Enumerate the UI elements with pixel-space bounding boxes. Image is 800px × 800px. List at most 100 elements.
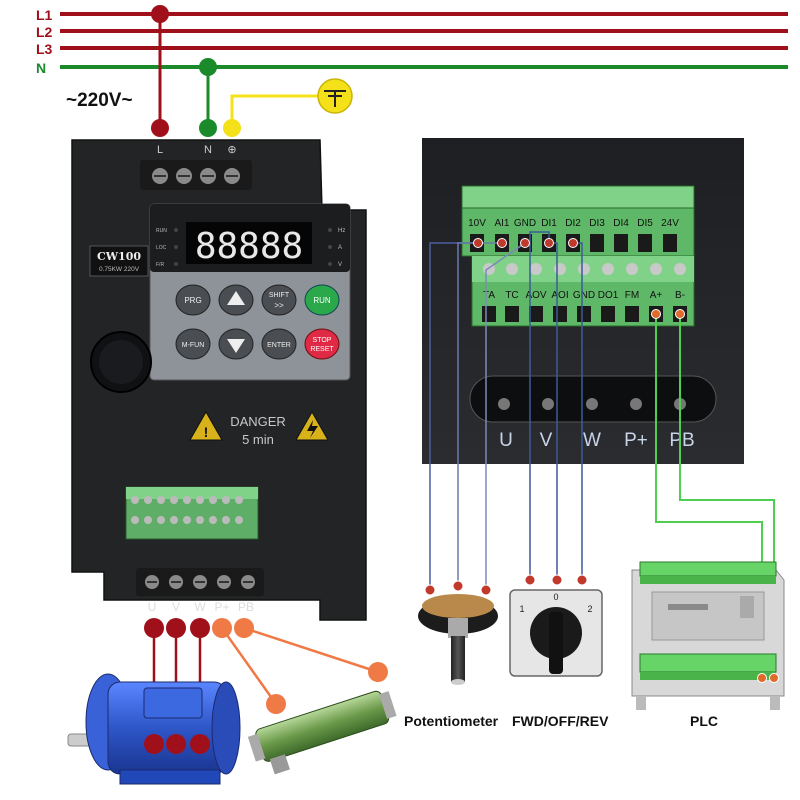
line-label-n: N xyxy=(36,60,46,76)
potentiometer xyxy=(418,580,498,685)
up-key[interactable] xyxy=(218,284,254,316)
enter-key[interactable]: ENTER xyxy=(261,328,297,360)
terminal-di1: DI1 xyxy=(541,218,557,229)
wire-ai1 xyxy=(457,242,502,586)
lightning-bolt-icon xyxy=(307,420,318,438)
plc-top-terminal-base xyxy=(640,576,776,584)
lower-strip-labels: TA TC AOV AOI GND DO1 FM A+ B- xyxy=(483,290,685,301)
plc-foot-right xyxy=(770,696,780,710)
inverter-drive: L N ⊕ CW100 0.75KW 220V 88888 RUN LOC F/… xyxy=(71,139,367,621)
plc-module xyxy=(631,561,785,710)
unit-label-hz: Hz xyxy=(338,228,345,234)
pot-shaft xyxy=(451,636,465,682)
shift-arrow-icon: >> xyxy=(274,301,284,310)
terminal-24v: 24V xyxy=(661,218,679,229)
v-terminal-dot xyxy=(166,618,186,638)
supply-voltage-label: ~220V~ xyxy=(66,90,133,111)
shift-key-label: SHIFT xyxy=(269,292,290,299)
led-display xyxy=(186,222,312,264)
brake-resistor xyxy=(247,662,397,775)
motor-u-dot xyxy=(144,734,164,754)
input-terminal-block xyxy=(140,160,252,190)
warning-exclamation: ! xyxy=(204,424,209,440)
motor-fan-cover xyxy=(211,681,241,775)
stop-reset-key[interactable]: STOP RESET xyxy=(304,328,340,360)
switch-pos-1: 1 xyxy=(519,604,524,614)
enter-key-label: ENTER xyxy=(267,342,291,349)
motor-v-dot xyxy=(166,734,186,754)
inset-label-pplus: P+ xyxy=(624,430,648,451)
resistor-terminal-dot-1 xyxy=(266,694,286,714)
output-screws xyxy=(145,575,255,589)
output-label-w: W xyxy=(194,600,206,614)
pot-bushing xyxy=(448,618,468,638)
terminal-di2: DI2 xyxy=(565,218,581,229)
power-lines: L1 L2 L3 N xyxy=(36,7,788,76)
l1-junction-dot xyxy=(151,5,169,23)
mfun-key[interactable]: M-FUN xyxy=(175,328,211,360)
u-terminal-dot xyxy=(144,618,164,638)
terminal-gnd-bottom: GND xyxy=(573,290,595,301)
wire-di1 xyxy=(529,231,550,580)
control-strip-top xyxy=(126,487,258,499)
model-rating: 0.75KW 220V xyxy=(99,266,140,273)
input-terminal-label-n: N xyxy=(204,144,212,156)
plc-top-terminals xyxy=(639,561,777,577)
terminal-10v: 10V xyxy=(468,218,486,229)
output-label-pb: PB xyxy=(238,600,254,614)
terminal-ta: TA xyxy=(483,290,495,301)
danger-time: 5 min xyxy=(242,432,274,447)
upper-strip-top xyxy=(461,185,695,209)
terminal-aov: AOV xyxy=(525,290,546,301)
input-screws xyxy=(152,168,240,184)
output-label-v: V xyxy=(172,600,180,614)
plc-label-strip xyxy=(668,604,708,610)
terminal-di4: DI4 xyxy=(613,218,629,229)
control-terminal-inset: 10V AI1 GND DI1 DI2 DI3 DI4 DI5 24V TA T… xyxy=(422,138,744,464)
motor-w-dot xyxy=(190,734,210,754)
reset-key-label: RESET xyxy=(310,346,334,353)
terminal-di5: DI5 xyxy=(637,218,653,229)
arrow-up-icon xyxy=(227,291,245,305)
n-terminal-dot xyxy=(199,119,217,137)
potentiometer-label: Potentiometer xyxy=(404,713,499,729)
unit-label-a: A xyxy=(338,245,342,251)
status-led-label-loc: LOC xyxy=(156,245,167,251)
control-strip-screws xyxy=(131,496,243,524)
plc-foot-left xyxy=(636,696,646,710)
unit-label-v: V xyxy=(338,262,342,268)
input-terminal-label-l: L xyxy=(157,144,163,156)
pb-terminal-dot xyxy=(234,618,254,638)
switch-pos-0: 0 xyxy=(553,592,558,602)
power-terminal-screws-inset xyxy=(498,398,686,410)
run-key[interactable]: RUN xyxy=(304,284,340,316)
output-label-pplus: P+ xyxy=(214,600,229,614)
run-key-label: RUN xyxy=(313,296,331,305)
pot-ring xyxy=(422,594,494,618)
resistor-terminal-dot-2 xyxy=(368,662,388,682)
switch-pos-2: 2 xyxy=(587,604,592,614)
fwd-off-rev-switch[interactable]: 1 0 2 xyxy=(509,574,603,677)
terminal-gnd-top: GND xyxy=(514,218,536,229)
model-name: CW100 xyxy=(97,250,141,263)
inset-label-pb: PB xyxy=(669,430,694,451)
inset-label-w: W xyxy=(583,430,601,451)
line-label-l2: L2 xyxy=(36,24,53,40)
shift-key[interactable]: SHIFT >> xyxy=(261,284,297,316)
status-led-label-run: RUN xyxy=(156,228,167,234)
stop-key-label: STOP xyxy=(313,337,332,344)
status-led-label-fr: F/R xyxy=(156,262,164,268)
display-digits: 88888 xyxy=(195,226,303,267)
inset-terminal-dots xyxy=(473,238,685,319)
terminal-fm: FM xyxy=(625,290,639,301)
terminal-a-plus: A+ xyxy=(650,290,663,301)
down-key[interactable] xyxy=(218,328,254,360)
line-label-l3: L3 xyxy=(36,41,53,57)
switch-label: FWD/OFF/REV xyxy=(512,713,609,729)
supply-wires xyxy=(151,5,353,137)
prg-key-label: PRG xyxy=(184,296,201,305)
terminal-do1: DO1 xyxy=(598,290,619,301)
lower-strip-screws xyxy=(483,263,686,275)
resistor-bracket xyxy=(269,754,290,775)
prg-key[interactable]: PRG xyxy=(175,284,211,316)
